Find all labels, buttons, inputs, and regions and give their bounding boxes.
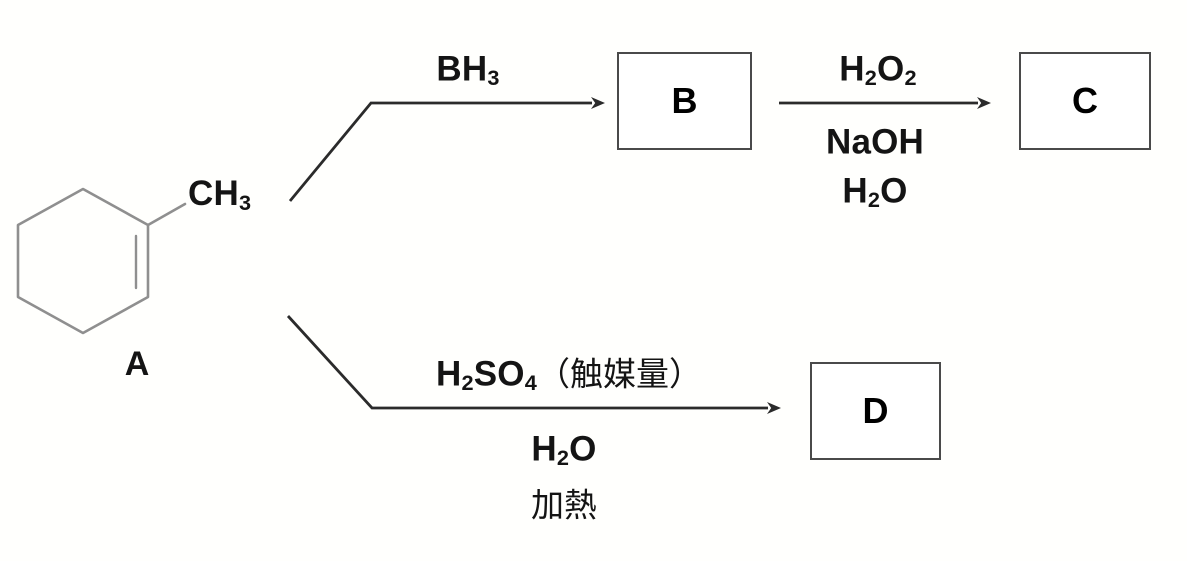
methyl-bond bbox=[146, 202, 187, 227]
reagent-h2o2: H2O2 bbox=[839, 51, 916, 88]
reagent-naoh: NaOH bbox=[825, 122, 925, 162]
methyl-group-label: CH3 bbox=[188, 176, 251, 213]
product-label-b: B bbox=[671, 80, 698, 121]
h2so4-h: H bbox=[436, 354, 462, 394]
product-label-c: C bbox=[1072, 80, 1098, 121]
h2o2-sub-h: 2 bbox=[864, 65, 878, 91]
h2o-upper-sub: 2 bbox=[867, 187, 881, 213]
methyl-symbol: CH bbox=[188, 174, 239, 213]
h2so4-sub-h: 2 bbox=[461, 370, 474, 396]
h2o-upper-h: H bbox=[842, 171, 868, 211]
h2o2-sub-o: 2 bbox=[904, 65, 917, 91]
reagent-h2o-lower: H2O bbox=[531, 431, 596, 468]
catalytic-amount-note: （触媒量） bbox=[537, 354, 702, 394]
h2so4-formula: H2SO4 bbox=[436, 354, 537, 393]
reagent-bh3: BH3 bbox=[436, 51, 499, 88]
h2o2-h: H bbox=[839, 49, 865, 89]
h2o-upper-o: O bbox=[880, 171, 908, 211]
h2so4-so: SO bbox=[473, 354, 525, 394]
reagent-h2o-upper: H2O bbox=[842, 173, 907, 210]
h2o2-o: O bbox=[877, 49, 905, 89]
h2o-lower-h: H bbox=[531, 429, 557, 469]
reagent-h2so4-line: H2SO4（触媒量） bbox=[436, 356, 702, 393]
bh3-symbol: BH bbox=[436, 49, 488, 89]
product-box-d[interactable]: D bbox=[810, 362, 941, 460]
h2o-lower-sub: 2 bbox=[556, 445, 570, 471]
bh3-subscript: 3 bbox=[487, 65, 500, 91]
methyl-subscript: 3 bbox=[238, 189, 252, 215]
reactant-label-a: A bbox=[124, 345, 150, 383]
cyclohexene-ring bbox=[16, 187, 150, 335]
h2so4-sub-o: 4 bbox=[524, 370, 537, 396]
condition-heat: 加熱 bbox=[531, 485, 597, 525]
product-box-c[interactable]: C bbox=[1019, 52, 1151, 150]
product-label-d: D bbox=[862, 390, 889, 431]
product-box-b[interactable]: B bbox=[617, 52, 752, 150]
h2o-lower-o: O bbox=[569, 429, 597, 469]
upper-branch-arrow bbox=[288, 97, 605, 202]
